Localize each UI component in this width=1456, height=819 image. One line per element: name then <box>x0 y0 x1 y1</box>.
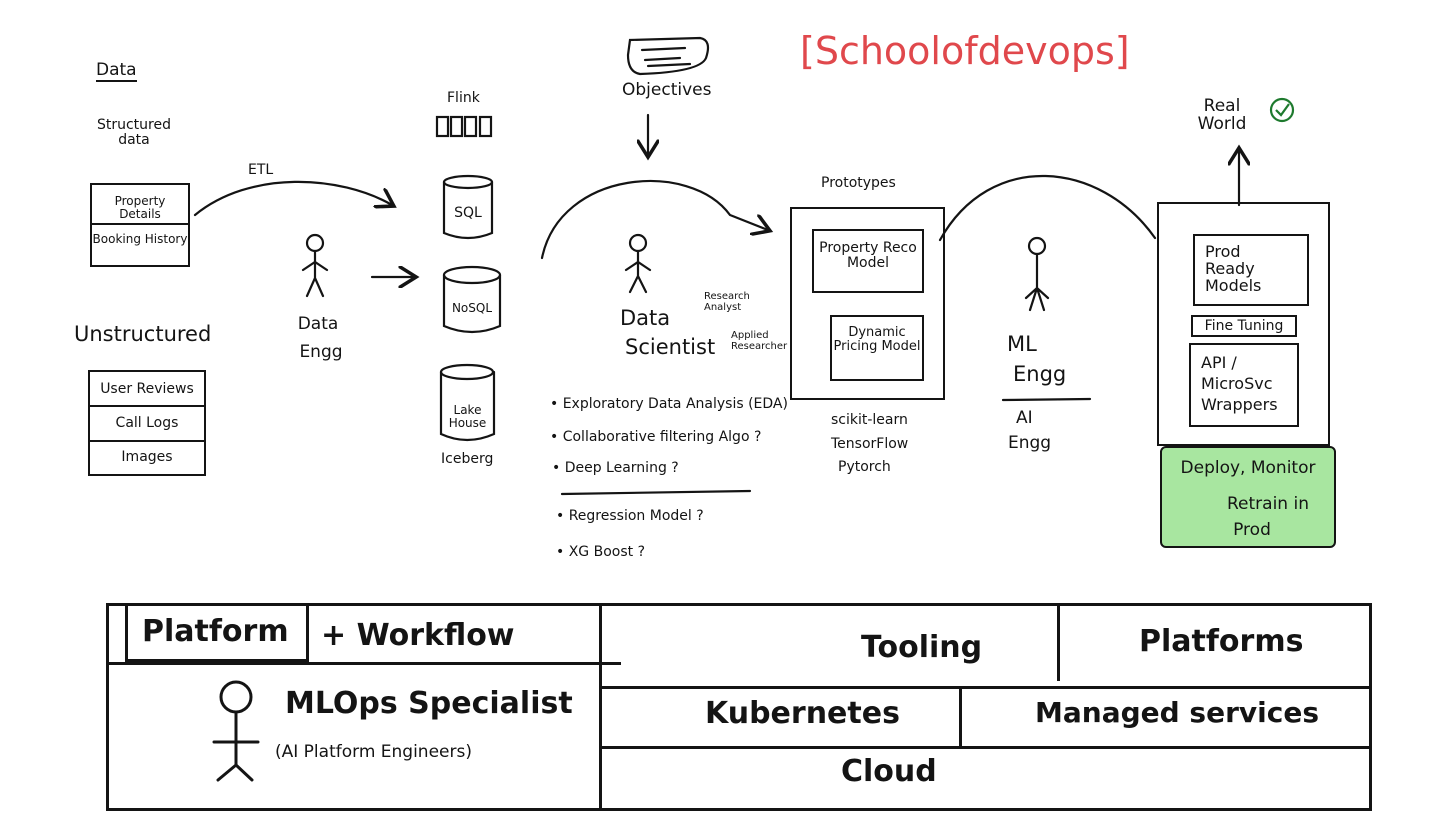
workflow-label: + Workflow <box>321 618 515 653</box>
mlops-subtitle: (AI Platform Engineers) <box>275 742 472 762</box>
deploy-monitor-line1: Deploy, Monitor <box>1180 458 1316 478</box>
platform-table: Platform + Workflow MLOps Specialist (AI… <box>106 603 1372 811</box>
objectives-label: Objectives <box>622 80 712 100</box>
prototype-to-prod-arc <box>938 174 1157 242</box>
data-scientist-label-line2: Scientist <box>625 335 716 359</box>
property-reco-model-label: Property Reco Model <box>819 240 917 271</box>
task-deep-learning: • Deep Learning ? <box>552 460 679 476</box>
tool-scikit-learn: scikit-learn <box>831 412 908 428</box>
table-divider <box>1057 603 1060 681</box>
managed-services-label: Managed services <box>1035 696 1319 729</box>
mlops-title: MLOps Specialist <box>285 686 573 721</box>
ml-engineer-label-line2: Engg <box>1013 362 1067 386</box>
production-box: Prod Ready Models Fine Tuning API / Micr… <box>1157 202 1330 446</box>
data-engineer-label-line2: Engg <box>299 342 343 362</box>
structured-data-label: Structured data <box>96 117 171 148</box>
etl-label: ETL <box>248 162 274 178</box>
brand-logo-text: [Schoolofdevops] <box>800 29 1130 73</box>
table-divider <box>92 223 188 225</box>
tool-tensorflow: TensorFlow <box>831 436 909 452</box>
flink-label: Flink <box>447 90 480 106</box>
etl-arrow <box>193 180 392 217</box>
unstructured-label: Unstructured <box>74 322 212 346</box>
iceberg-label: Iceberg <box>441 451 494 467</box>
task-regression: • Regression Model ? <box>556 508 704 524</box>
unstructured-row-images: Images <box>121 449 173 465</box>
table-divider <box>599 603 602 811</box>
dynamic-pricing-model-box: Dynamic Pricing Model <box>830 315 924 381</box>
mlops-figure-icon <box>212 680 260 782</box>
structured-data-table: Property Details Booking History <box>90 183 190 267</box>
prototypes-heading: Prototypes <box>821 175 896 191</box>
objectives-scroll-icon <box>626 36 710 76</box>
tool-pytorch: Pytorch <box>838 459 891 475</box>
storage-to-prototype-arc <box>540 179 768 260</box>
tasks-divider <box>560 489 752 496</box>
research-analyst-label: Research Analyst <box>704 291 750 313</box>
data-engineer-figure-icon <box>301 233 329 298</box>
table-divider <box>90 405 204 407</box>
api-wrappers-box: API / MicroSvc Wrappers <box>1189 343 1299 427</box>
ml-engineer-label-line1: ML <box>1007 332 1037 356</box>
platform-cell: Platform <box>125 606 309 662</box>
sql-label: SQL <box>454 205 482 221</box>
nosql-label: NoSQL <box>451 301 493 315</box>
lakehouse-db-icon <box>439 363 496 442</box>
tooling-label: Tooling <box>861 630 983 665</box>
property-reco-model-box: Property Reco Model <box>812 229 924 293</box>
ml-engineer-figure-icon <box>1024 236 1050 312</box>
table-divider <box>601 686 1371 689</box>
applied-researcher-label: Applied Researcher <box>731 330 788 352</box>
task-eda: • Exploratory Data Analysis (EDA) <box>550 396 788 412</box>
cloud-label: Cloud <box>841 754 937 789</box>
flink-stream-icon <box>435 115 450 138</box>
deploy-monitor-box: Deploy, Monitor Retrain in Prod <box>1160 446 1336 548</box>
data-scientist-figure-icon <box>624 233 652 294</box>
ai-engineer-label-line1: AI <box>1016 408 1033 428</box>
unstructured-row-user-reviews: User Reviews <box>100 381 194 397</box>
task-collaborative-filtering: • Collaborative filtering Algo ? <box>550 429 762 445</box>
data-heading: Data <box>96 60 137 82</box>
data-engineer-label-line1: Data <box>297 314 339 334</box>
unstructured-row-call-logs: Call Logs <box>115 415 179 431</box>
table-divider <box>959 686 962 746</box>
ai-engineer-label-line2: Engg <box>1008 433 1052 453</box>
structured-row-property-details: Property Details <box>114 194 166 221</box>
real-world-label: Real World <box>1197 96 1247 134</box>
prototypes-box: Property Reco Model Dynamic Pricing Mode… <box>790 207 945 400</box>
task-xgboost: • XG Boost ? <box>556 544 645 560</box>
platforms-label: Platforms <box>1139 624 1304 659</box>
ml-engg-divider <box>1001 397 1092 402</box>
fine-tuning-box: Fine Tuning <box>1191 315 1297 337</box>
table-divider <box>90 440 204 442</box>
table-divider <box>109 662 621 665</box>
platform-label: Platform <box>142 614 289 649</box>
real-world-check-icon <box>1269 97 1295 123</box>
deploy-monitor-line3: Prod <box>1233 520 1271 540</box>
dynamic-pricing-model-label: Dynamic Pricing Model <box>833 325 921 354</box>
prod-ready-models-label: Prod Ready Models <box>1205 242 1262 295</box>
deploy-monitor-line2: Retrain in <box>1227 494 1309 514</box>
unstructured-data-table: User Reviews Call Logs Images <box>88 370 206 476</box>
api-wrappers-label: API / MicroSvc Wrappers <box>1201 353 1278 414</box>
prod-ready-models-box: Prod Ready Models <box>1193 234 1309 306</box>
nosql-db-icon <box>442 265 502 334</box>
kubernetes-label: Kubernetes <box>705 696 900 731</box>
table-divider <box>601 746 1371 749</box>
fine-tuning-label: Fine Tuning <box>1204 318 1284 334</box>
structured-row-booking-history: Booking History <box>92 232 188 246</box>
data-scientist-label-line1: Data <box>620 306 671 330</box>
sql-db-icon <box>442 174 494 240</box>
lakehouse-label: Lake House <box>448 403 487 430</box>
